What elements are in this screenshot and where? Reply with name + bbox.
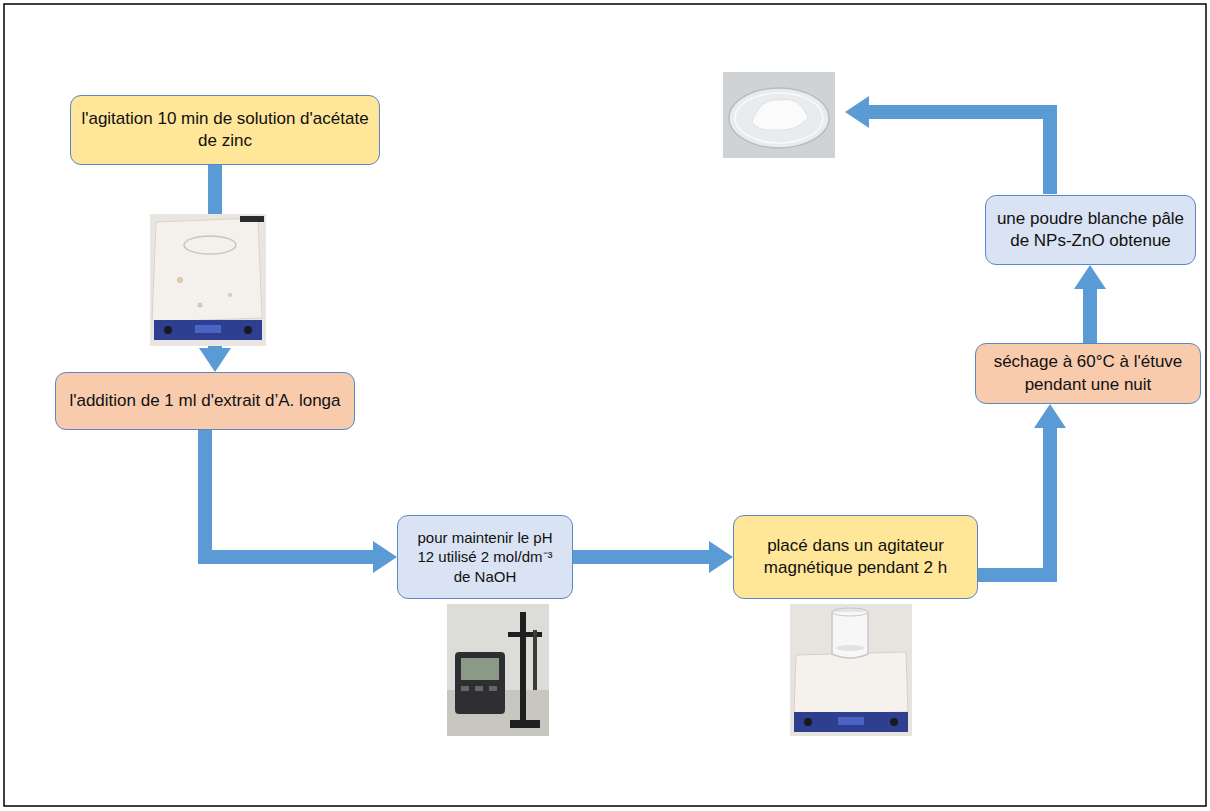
process-box: l'addition de 1 ml d'extrait d’A. longa <box>55 372 355 430</box>
process-box: séchage à 60°C à l'étuve pendant une nui… <box>975 343 1201 404</box>
step-text: pour maintenir le pH 12 utilisé 2 mol/dm… <box>408 528 562 587</box>
process-box: pour maintenir le pH 12 utilisé 2 mol/dm… <box>397 515 573 599</box>
process-box: placé dans un agitateur magnétique penda… <box>733 515 978 599</box>
step-text: l'agitation 10 min de solution d'acétate… <box>81 108 369 152</box>
ph-meter-photo <box>447 604 549 736</box>
flow-arrow <box>978 428 1050 575</box>
flow-arrow <box>205 430 373 557</box>
result-arrow <box>845 96 1050 194</box>
step-text: placé dans un agitateur magnétique penda… <box>744 535 967 579</box>
result-box: une poudre blanche pâle de NPs-ZnO obten… <box>985 195 1196 265</box>
stirrer-photo <box>790 604 912 736</box>
step-text: séchage à 60°C à l'étuve pendant une nui… <box>986 351 1190 395</box>
step-text: l'addition de 1 ml d'extrait d’A. longa <box>69 390 340 412</box>
flow-arrow <box>573 550 709 564</box>
process-box: l'agitation 10 min de solution d'acétate… <box>70 95 380 165</box>
step-text: une poudre blanche pâle de NPs-ZnO obten… <box>996 208 1185 252</box>
powder-photo <box>723 72 835 158</box>
flow-arrow <box>1083 289 1097 343</box>
stirrer-photo <box>150 214 266 346</box>
figure-frame <box>4 4 1206 806</box>
